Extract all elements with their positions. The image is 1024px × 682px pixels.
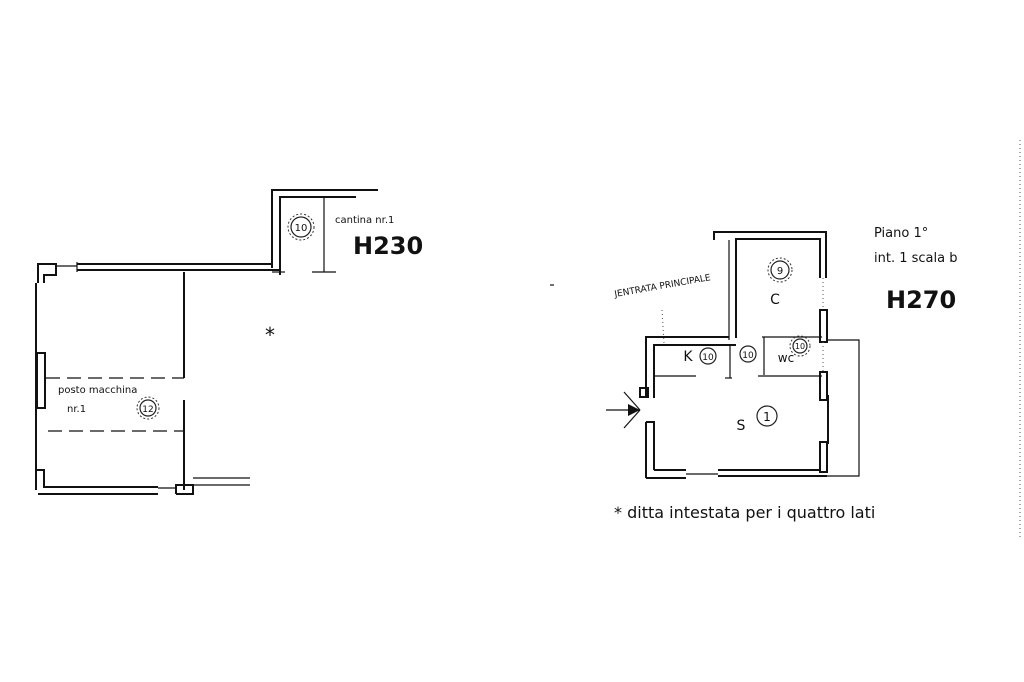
room-wc-marker: 10 bbox=[795, 342, 805, 351]
cellar-inner-wall bbox=[279, 196, 356, 275]
room-c-marker: 9 bbox=[777, 266, 783, 277]
apartment-height: H270 bbox=[886, 286, 956, 314]
left-plan-garage-cellar: 10 cantina nr.1 H230 posto macchina nr.1… bbox=[35, 189, 423, 495]
hall-marker: 10 bbox=[742, 351, 754, 361]
entrance-arrow-icon bbox=[606, 391, 641, 429]
room-c-marker-circle bbox=[770, 260, 790, 280]
room-c-top-wall-outer bbox=[713, 231, 827, 278]
cellar-outer-wall bbox=[271, 189, 378, 268]
asterisk-note-mark: * bbox=[265, 323, 275, 347]
living-left-wall bbox=[646, 421, 655, 470]
cellar-height: H230 bbox=[353, 232, 423, 260]
room-wc-marker-circle bbox=[792, 338, 808, 354]
room-k-marker-circle bbox=[699, 347, 717, 365]
right-pier-upper bbox=[819, 371, 828, 401]
room-c-marker-ring bbox=[767, 257, 793, 283]
left-wall-pier bbox=[36, 352, 46, 409]
parking-marker-circle bbox=[139, 399, 157, 417]
room-wc-letter: wc bbox=[778, 351, 794, 365]
room-k-marker: 10 bbox=[702, 353, 714, 363]
hall-marker-circle bbox=[739, 345, 757, 363]
cellar-label: cantina nr.1 bbox=[335, 215, 394, 226]
right-pier-lower bbox=[819, 441, 828, 473]
parking-marker-ring bbox=[136, 396, 160, 420]
right-plan-apartment: Piano 1° int. 1 scala b H270 bbox=[606, 226, 957, 522]
balcony-outline bbox=[827, 339, 860, 477]
room-s-marker: 1 bbox=[763, 410, 771, 424]
footnote: * ditta intestata per i quattro lati bbox=[614, 503, 875, 522]
parking-number-label: nr.1 bbox=[67, 404, 86, 415]
unit-label: int. 1 scala b bbox=[874, 251, 957, 266]
room-c-inner-wall bbox=[735, 238, 821, 338]
room-s-marker-circle bbox=[756, 405, 778, 427]
cellar-marker: 10 bbox=[295, 223, 308, 234]
floor-label: Piano 1° bbox=[874, 226, 928, 241]
entrance-leader-line bbox=[661, 309, 665, 344]
room-s-letter: S bbox=[737, 418, 746, 434]
kitchen-top-wall-inner bbox=[653, 344, 736, 398]
cellar-marker-ring bbox=[287, 213, 315, 241]
room-wc-marker-ring bbox=[789, 335, 811, 357]
kitchen-top-wall-outer bbox=[645, 336, 729, 396]
corner-pier-top bbox=[37, 263, 57, 283]
entrance-jamb-upper bbox=[639, 387, 649, 398]
parking-label: posto macchina bbox=[58, 385, 137, 396]
garage-bottom-wall-inner bbox=[36, 469, 158, 488]
parking-marker: 12 bbox=[142, 405, 153, 415]
room-k-letter: K bbox=[683, 349, 693, 365]
entrance-label: JENTRATA PRINCIPALE bbox=[613, 273, 712, 300]
cellar-marker-circle bbox=[290, 216, 312, 238]
room-c-letter: C bbox=[770, 292, 780, 308]
